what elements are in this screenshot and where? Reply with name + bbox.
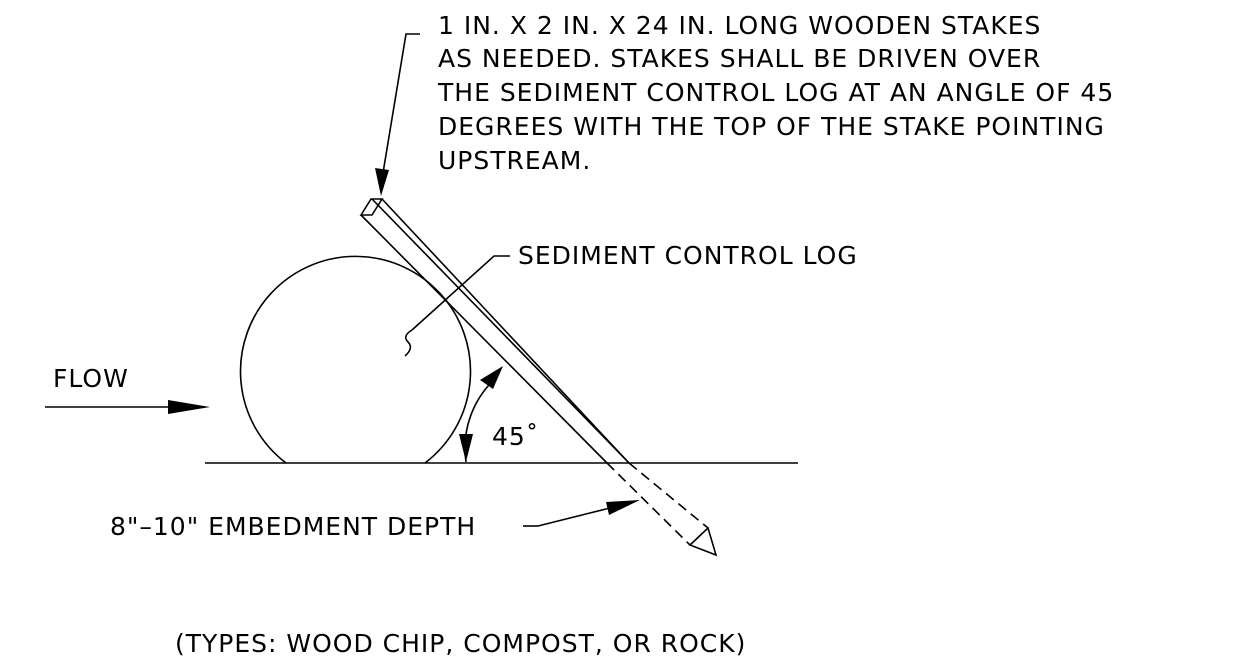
angle-dimension: 45˚ bbox=[459, 366, 539, 463]
types-caption: (TYPES: WOOD CHIP, COMPOST, OR ROCK) bbox=[175, 629, 746, 658]
embedment-label-group: 8"–10" EMBEDMENT DEPTH bbox=[110, 500, 640, 541]
stake-note-line-1: 1 IN. X 2 IN. X 24 IN. LONG WOODEN STAKE… bbox=[438, 11, 1041, 40]
wooden-stake bbox=[359, 198, 718, 557]
log-label-group: SEDIMENT CONTROL LOG bbox=[404, 241, 858, 357]
stake-note-line-2: AS NEEDED. STAKES SHALL BE DRIVEN OVER bbox=[438, 44, 1041, 73]
stake-note-line-5: UPSTREAM. bbox=[438, 146, 591, 175]
angle-label: 45˚ bbox=[492, 422, 539, 451]
flow-label: FLOW bbox=[53, 364, 129, 393]
angle-arrowhead-bottom bbox=[459, 434, 473, 462]
stake-note-line-3: THE SEDIMENT CONTROL LOG AT AN ANGLE OF … bbox=[437, 78, 1114, 107]
sediment-control-log bbox=[239, 255, 472, 464]
embedment-label: 8"–10" EMBEDMENT DEPTH bbox=[110, 512, 476, 541]
flow-indicator: FLOW bbox=[45, 364, 210, 414]
angle-arrowhead-top bbox=[480, 366, 503, 389]
stake-note-line-4: DEGREES WITH THE TOP OF THE STAKE POINTI… bbox=[438, 112, 1105, 141]
stake-note-leader bbox=[375, 33, 420, 196]
embedment-arrowhead bbox=[606, 500, 640, 515]
log-label: SEDIMENT CONTROL LOG bbox=[518, 241, 858, 270]
flow-arrowhead bbox=[168, 400, 210, 414]
stake-note: 1 IN. X 2 IN. X 24 IN. LONG WOODEN STAKE… bbox=[437, 11, 1114, 175]
